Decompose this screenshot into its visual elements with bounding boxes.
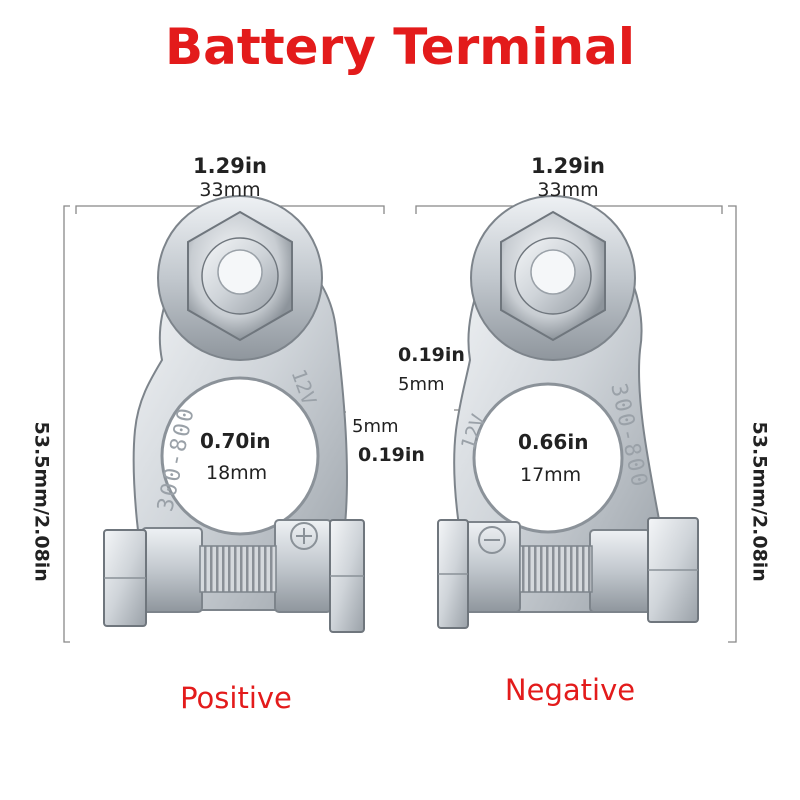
positive-terminal — [103, 195, 365, 633]
negative-wall-mm: 5mm — [398, 374, 445, 395]
negative-hole-mm: 17mm — [520, 464, 582, 486]
positive-wall-mm: 5mm — [352, 416, 399, 437]
negative-label: Negative — [504, 673, 636, 707]
negative-terminal — [437, 195, 699, 629]
positive-hole-mm: 18mm — [206, 462, 268, 484]
negative-width-mm: 33mm — [537, 179, 599, 201]
page-title: Battery Terminal — [165, 18, 635, 76]
positive-height: 53.5mm/2.08in — [30, 421, 53, 582]
negative-hole-in: 0.66in — [518, 430, 589, 454]
positive-label: Positive — [180, 681, 292, 715]
positive-width-in: 1.29in — [193, 154, 267, 178]
negative-height: 53.5mm/2.08in — [748, 421, 771, 582]
positive-width-mm: 33mm — [199, 179, 261, 201]
negative-width-in: 1.29in — [531, 154, 605, 178]
negative-wall-in: 0.19in — [398, 344, 465, 366]
positive-hole-in: 0.70in — [200, 429, 271, 453]
positive-wall-in: 0.19in — [358, 444, 425, 466]
